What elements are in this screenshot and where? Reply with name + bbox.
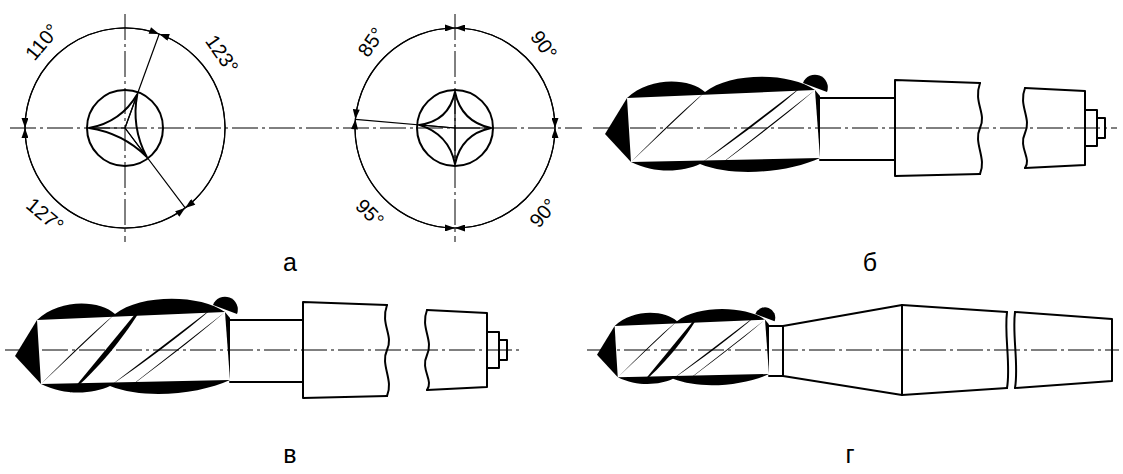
angle-dimension: 90° bbox=[527, 27, 561, 63]
drawing-stroke bbox=[597, 307, 775, 385]
end-mill-g bbox=[587, 305, 1119, 395]
drawing-stroke bbox=[1014, 312, 1016, 388]
end-mill-v bbox=[5, 297, 520, 398]
drawing-stroke bbox=[1006, 312, 1008, 388]
drawing-stroke bbox=[385, 305, 389, 396]
flute-line bbox=[419, 92, 491, 164]
drawing-stroke bbox=[1025, 88, 1085, 168]
drawing-stroke bbox=[15, 297, 238, 394]
dimension-circle bbox=[355, 28, 555, 228]
mill-body bbox=[597, 305, 1112, 395]
drawing-stroke bbox=[605, 75, 828, 172]
drawing-stroke bbox=[769, 326, 783, 376]
extension-line bbox=[125, 34, 185, 208]
drawing-stroke bbox=[499, 340, 507, 360]
drawing-stroke bbox=[1085, 110, 1097, 146]
cutter-outline bbox=[417, 90, 493, 166]
drawing-stroke bbox=[1023, 88, 1027, 168]
drawing-stroke bbox=[1097, 118, 1105, 138]
drawing-stroke bbox=[820, 98, 895, 160]
drawing-stroke bbox=[427, 310, 487, 390]
center-lines bbox=[10, 14, 582, 242]
angle-dimension: 85° bbox=[354, 24, 388, 60]
view-letter: а bbox=[283, 250, 297, 275]
drawing-stroke bbox=[1015, 312, 1112, 388]
three-flute-section bbox=[89, 94, 147, 157]
angle-dimension: 123° bbox=[202, 31, 242, 76]
center-line bbox=[587, 350, 1119, 351]
dimension-circles bbox=[25, 28, 555, 228]
drawing-stroke bbox=[902, 305, 1007, 395]
dimension-circle bbox=[25, 28, 225, 228]
angle-dimension: 127° bbox=[23, 194, 68, 236]
view-letter: б bbox=[863, 250, 877, 275]
drawing-stroke bbox=[641, 312, 701, 385]
end-mill-b bbox=[593, 75, 1117, 176]
drawing-stroke bbox=[978, 83, 982, 174]
angle-dimension: 90° bbox=[526, 195, 561, 231]
cutter-sections bbox=[87, 90, 493, 166]
four-flute-section bbox=[419, 92, 491, 164]
drawing-stroke bbox=[895, 80, 980, 176]
view-letter: г bbox=[845, 442, 854, 467]
angle-dimension-arcs bbox=[25, 28, 555, 228]
center-line bbox=[5, 350, 520, 351]
drawing-stroke bbox=[303, 302, 387, 398]
view-letter: в bbox=[283, 442, 296, 467]
center-line bbox=[593, 128, 1117, 129]
drawing-stroke bbox=[70, 302, 145, 393]
drawing-stroke bbox=[230, 320, 303, 382]
angle-dimension: 110° bbox=[22, 20, 63, 63]
drawing-stroke bbox=[783, 305, 902, 395]
angle-dimension: 95° bbox=[352, 195, 388, 231]
flute-line bbox=[89, 94, 147, 157]
cutter-outline bbox=[87, 90, 163, 166]
mill-body bbox=[15, 297, 507, 398]
drawing-stroke bbox=[487, 332, 499, 368]
drawing-stroke bbox=[425, 310, 429, 390]
drawing-stroke bbox=[597, 307, 775, 385]
mill-body bbox=[605, 75, 1105, 176]
